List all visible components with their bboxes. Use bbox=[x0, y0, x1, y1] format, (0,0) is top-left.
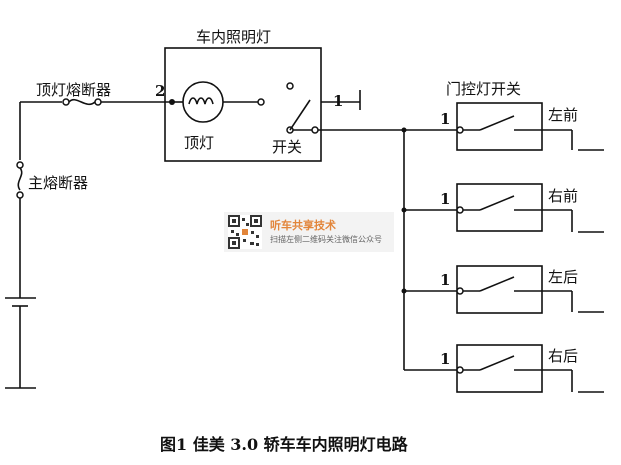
label-pin-2: 2 bbox=[155, 82, 165, 100]
label-pin-1-door-fr: 1 bbox=[440, 190, 450, 208]
label-rear-left: 左后 bbox=[548, 268, 578, 286]
watermark-subtitle: 扫描左侧二维码关注微信公众号 bbox=[270, 235, 382, 244]
door-bus bbox=[318, 127, 457, 371]
label-pin-1-door-rl: 1 bbox=[440, 271, 450, 289]
watermark-banner: 听车共享技术 扫描左侧二维码关注微信公众号 bbox=[224, 212, 394, 252]
label-door-switch: 门控灯开关 bbox=[446, 80, 521, 98]
watermark-title: 听车共享技术 bbox=[270, 219, 336, 232]
label-main-fuse: 主熔断器 bbox=[28, 174, 88, 192]
switch-ground bbox=[321, 90, 361, 110]
label-roof-fuse: 顶灯熔断器 bbox=[36, 81, 111, 99]
door-switch-front-right bbox=[456, 183, 604, 233]
label-pin-1-door-fl: 1 bbox=[440, 110, 450, 128]
roof-fuse-branch bbox=[20, 98, 175, 106]
label-interior-light: 车内照明灯 bbox=[196, 28, 271, 46]
switch-blade bbox=[289, 99, 311, 131]
door-switch-rear-left bbox=[456, 265, 604, 314]
label-rear-right: 右后 bbox=[548, 347, 578, 365]
label-pin-1-door-rr: 1 bbox=[440, 350, 450, 368]
label-switch: 开关 bbox=[272, 138, 302, 156]
qr-code-icon bbox=[228, 215, 262, 249]
door-switch-rear-right bbox=[456, 344, 604, 393]
label-pin-1-switch: 1 bbox=[333, 92, 343, 110]
battery-branch bbox=[5, 102, 36, 389]
figure-caption: 图1 佳美 3.0 轿车车内照明灯电路 bbox=[160, 435, 409, 454]
door-switch-front-left bbox=[456, 102, 604, 151]
label-front-left: 左前 bbox=[548, 106, 578, 124]
label-front-right: 右前 bbox=[548, 187, 578, 205]
interior-light-box bbox=[164, 47, 322, 162]
label-dome-lamp: 顶灯 bbox=[184, 134, 214, 152]
